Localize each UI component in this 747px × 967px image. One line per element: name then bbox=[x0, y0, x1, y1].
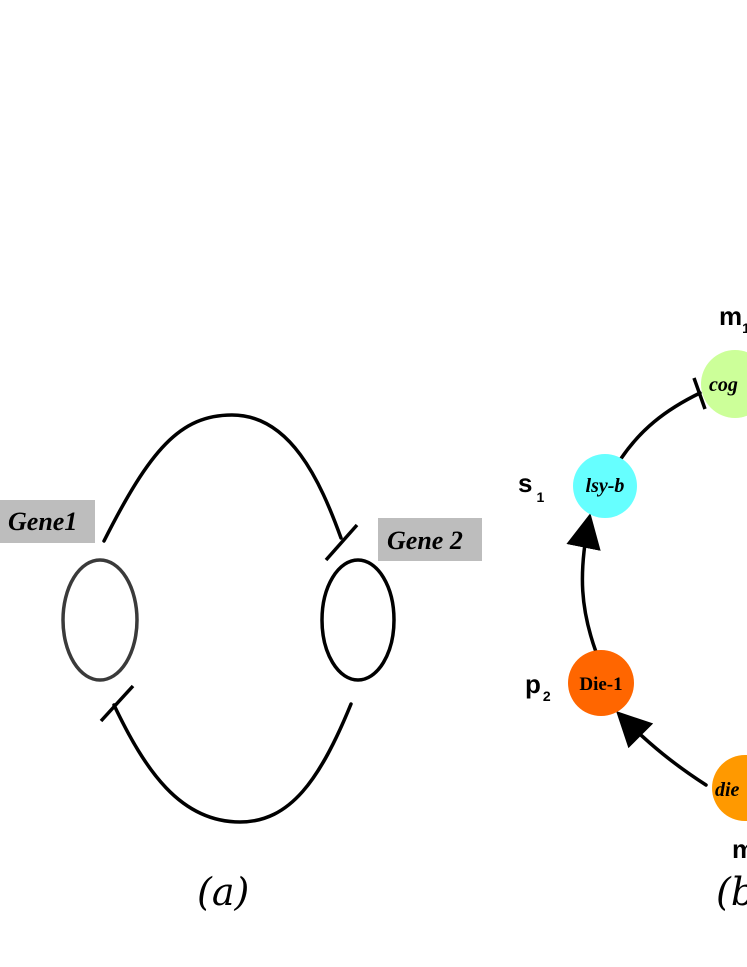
var-m1: m1 bbox=[719, 301, 747, 336]
panel-b-caption: (b bbox=[716, 870, 747, 914]
var-m-bottom: m bbox=[732, 834, 747, 864]
edge-gene1-inhibits-gene2 bbox=[102, 413, 343, 543]
panel-a: Gene1 Gene 2 (a) bbox=[0, 413, 482, 914]
gene2-node bbox=[320, 558, 396, 682]
gene1-label: Gene1 bbox=[8, 507, 77, 536]
edge-die-activates-die1 bbox=[616, 711, 708, 787]
node-cog-label: cog bbox=[709, 374, 738, 396]
gene2-label: Gene 2 bbox=[387, 526, 463, 555]
node-die-label: die bbox=[715, 779, 740, 801]
inhibition-bar-gene1 bbox=[99, 684, 135, 723]
gene2-label-box bbox=[378, 518, 482, 561]
inhibition-bar-gene2 bbox=[324, 523, 359, 562]
panel-a-caption: (a) bbox=[197, 870, 249, 914]
gene1-node bbox=[61, 558, 139, 682]
inhibition-bar-cog bbox=[692, 377, 707, 410]
node-die bbox=[712, 755, 747, 821]
node-cog bbox=[701, 350, 747, 418]
node-lsy-b bbox=[573, 454, 637, 518]
node-lsy-b-label: lsy-b bbox=[586, 475, 625, 497]
edge-lsy-b-inhibits-cog bbox=[618, 391, 702, 462]
node-die1 bbox=[568, 650, 634, 716]
panel-b: cog lsy-b Die-1 die m1 s1 p2 m (b bbox=[518, 301, 747, 914]
edge-die1-activates-lsy-b bbox=[566, 513, 601, 654]
edge-gene2-inhibits-gene1 bbox=[112, 702, 353, 824]
gene1-label-box bbox=[0, 500, 95, 543]
node-die1-label: Die-1 bbox=[579, 674, 622, 695]
